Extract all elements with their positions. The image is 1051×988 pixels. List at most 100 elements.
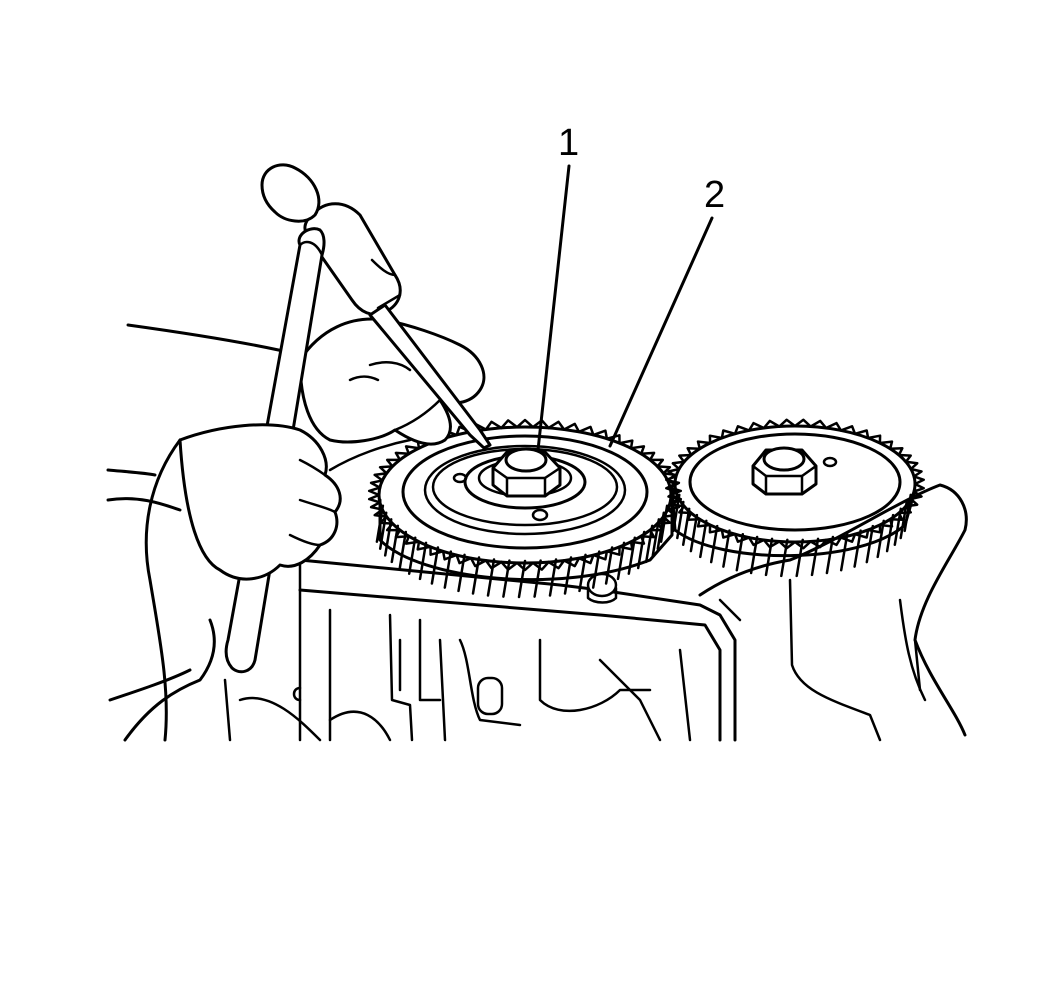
gear-1-tooth	[629, 534, 646, 545]
gear-2-tooth	[667, 490, 681, 501]
gear-2-tooth	[708, 434, 724, 445]
gear-1-tooth-face	[398, 530, 408, 570]
gear-1-tooth	[394, 451, 411, 462]
gear-2-tooth	[809, 538, 828, 549]
gear-2-tooth	[671, 497, 686, 508]
gear-1-tooth	[369, 479, 384, 489]
gear-1-tooth-face	[627, 536, 637, 575]
gear-1-tooth-face	[471, 556, 481, 595]
gear-2-tooth-face	[839, 532, 849, 572]
gear-1-tooth	[455, 553, 473, 565]
gear-2-tooth-face	[780, 538, 789, 578]
gear-1-tooth	[639, 451, 656, 462]
gear-2-tooth	[678, 453, 693, 464]
gear-1-tooth	[429, 545, 445, 556]
gear-1-tooth	[547, 559, 566, 570]
gear-1-nut	[491, 447, 562, 498]
gear-1-tooth	[515, 561, 535, 572]
gear-2-tooth	[809, 419, 828, 430]
gear-2-tooth-face	[672, 493, 681, 533]
gear-2-tooth-face	[865, 524, 875, 564]
gear-2-tooth-face	[853, 529, 862, 568]
gear-2-tooth	[912, 482, 925, 493]
gear-2-tooth	[904, 460, 919, 471]
gear-2-tooth	[824, 536, 843, 547]
gear-1-tooth	[656, 465, 672, 475]
gear-2-tooth	[733, 532, 751, 543]
callout-label-2: 2	[704, 174, 726, 216]
gear-2-tooth-face	[681, 507, 691, 547]
gear-1-tooth-face	[563, 556, 573, 595]
gear-2-tooth	[686, 447, 702, 457]
gear-1-tooth	[648, 522, 665, 532]
gear-2-teeth	[665, 418, 925, 578]
gear-2-tooth-face	[689, 513, 699, 553]
gear-2-tooth	[909, 490, 923, 501]
gear-2-tooth-face	[825, 535, 835, 575]
gear-1-tooth	[404, 445, 421, 456]
leader-lines	[536, 164, 714, 452]
gear-2-tooth	[720, 429, 737, 440]
gear-2	[665, 418, 925, 578]
gear-1-tooth	[441, 550, 458, 561]
gear-2-tooth	[897, 504, 912, 515]
gear-2-tooth-face	[735, 532, 745, 572]
gear-2-tooth	[866, 434, 882, 445]
gear-1-tooth-face	[443, 550, 453, 589]
gear-2-tooth	[793, 540, 812, 550]
gear-2-tooth	[839, 425, 857, 436]
gear-1-tooth-face	[533, 559, 542, 598]
gear-2-tooth	[912, 475, 925, 486]
gear-1-tooth	[562, 556, 581, 568]
gear-2-tooth	[747, 536, 766, 547]
gear-1-tooth	[562, 422, 581, 434]
gear-2-nut	[751, 446, 818, 496]
gear-1-tooth	[367, 486, 382, 497]
gear-1-tooth	[547, 420, 566, 431]
gear-2-tooth	[665, 475, 678, 486]
gear-2-tooth	[671, 460, 686, 471]
gear-2-tooth	[708, 523, 724, 534]
gear-1-tooth	[515, 418, 535, 429]
gear-1-tooth-face	[616, 541, 626, 581]
gear-1-tooth	[367, 493, 382, 504]
gear-2-tooth-face	[722, 529, 731, 568]
gear-2-tooth	[909, 467, 923, 478]
leader-line-2	[608, 216, 714, 448]
gear-2-tooth-face	[699, 519, 708, 559]
gear-2-tooth	[888, 511, 904, 521]
gear-2-tooth-face	[795, 538, 804, 578]
gear-1-tooth-face	[604, 546, 614, 585]
gear-1-tooth-face	[486, 558, 496, 597]
gear-1-tooth	[531, 560, 550, 571]
gear-1-tooth-face	[591, 550, 601, 589]
drift-punch	[303, 202, 492, 450]
gear-2-tooth	[793, 418, 812, 428]
gear-1-tooth	[629, 445, 646, 456]
gear-2-tooth	[747, 421, 766, 432]
gear-2-tooth	[762, 419, 781, 430]
gear-1-tooth-face	[517, 559, 527, 599]
gear-1-tooth-face	[548, 558, 558, 597]
gear-1-tooth-face	[502, 559, 511, 598]
gear-1-tooth	[373, 508, 388, 518]
gear-2-tooth	[778, 418, 797, 428]
gear-1-tooth-face	[636, 530, 646, 570]
gear-2-tooth	[665, 482, 678, 493]
gear-2-tooth	[733, 425, 751, 436]
gear-1-tooth-face	[418, 541, 428, 581]
gear-1-tooth	[469, 556, 488, 568]
gear-1-tooth	[500, 419, 519, 430]
gear-2-tooth	[897, 453, 912, 464]
gear-2-tooth-face	[885, 513, 895, 553]
gear-1-tooth-face	[383, 518, 393, 557]
gear-1-tooth	[385, 458, 402, 468]
gear-2-tooth-face	[749, 535, 759, 575]
gear-2-tooth	[878, 440, 894, 450]
gear-1-tooth-face	[578, 553, 587, 593]
gear-2-tooth-face	[676, 500, 685, 540]
gear-1-tooth	[592, 429, 609, 440]
left-hand	[106, 423, 412, 742]
gear-1-tooth	[484, 420, 503, 431]
gear-1-tooth	[639, 528, 656, 539]
